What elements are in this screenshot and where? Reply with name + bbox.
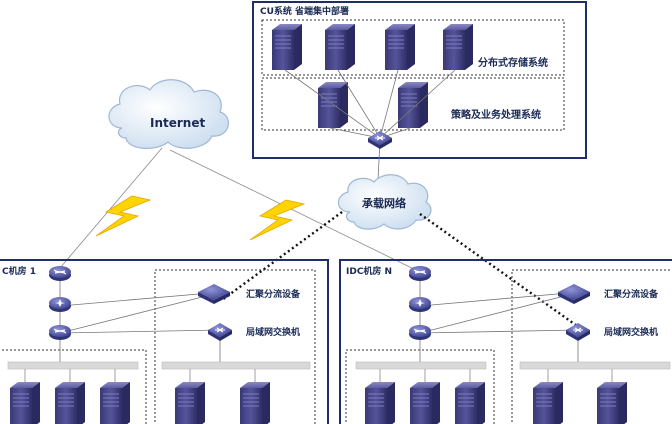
storage-servers xyxy=(271,23,474,71)
wan-links xyxy=(59,147,421,273)
idc-left-servers xyxy=(9,381,271,424)
bearer-network-cloud xyxy=(337,174,432,230)
idc-right-lan-switch-label: 局域网交换机 xyxy=(604,326,658,338)
router-icon xyxy=(48,265,72,282)
server-drops xyxy=(379,369,613,384)
idc-right-title: IDC机房 N xyxy=(346,265,392,277)
cu-system-frame xyxy=(252,1,587,159)
lightning-icon xyxy=(95,195,152,237)
cu-system-title: CU系统 省端集中部署 xyxy=(260,5,349,17)
idc-left-links xyxy=(59,276,223,362)
idc-left-lan-switch-label: 局域网交换机 xyxy=(246,326,300,338)
lightning-icon xyxy=(249,199,306,241)
router-icon xyxy=(408,265,432,282)
lan-switch-icon xyxy=(565,322,591,342)
server-icon xyxy=(409,381,441,424)
server-icon xyxy=(364,381,396,424)
server-bus-bar xyxy=(7,361,311,370)
aggregation-device-icon xyxy=(558,284,590,304)
internet-cloud xyxy=(108,79,229,149)
server-bus-bar xyxy=(355,361,671,370)
policy-system-label: 策略及业务处理系统 xyxy=(451,108,541,121)
lan-switch-icon xyxy=(207,322,233,342)
server-drops xyxy=(24,369,256,384)
idc-right-links xyxy=(419,276,581,362)
server-icon xyxy=(174,381,206,424)
storage-server-icon xyxy=(271,23,303,71)
server-icon xyxy=(532,381,564,424)
server-icon xyxy=(239,381,271,424)
idc-left-aggregation-label: 汇聚分流设备 xyxy=(246,288,301,300)
idc-right-aggregation-label: 汇聚分流设备 xyxy=(604,288,659,300)
idc-right-servers xyxy=(364,381,628,424)
router-icon xyxy=(408,324,432,341)
firewall-icon xyxy=(49,297,71,312)
idc-left-frame xyxy=(0,259,329,424)
server-icon xyxy=(596,381,628,424)
bearer-network-label: 承载网络 xyxy=(362,196,406,210)
router-icon xyxy=(48,324,72,341)
internet-label: Internet xyxy=(150,116,205,130)
server-icon xyxy=(454,381,486,424)
cu-links xyxy=(284,69,456,181)
idc-left-title: C机房 1 xyxy=(2,265,36,277)
cu-core-switch-icon xyxy=(367,130,393,150)
storage-server-icon xyxy=(324,23,356,71)
storage-server-icon xyxy=(442,23,474,71)
server-icon xyxy=(99,381,131,424)
policy-server-icon xyxy=(397,81,429,129)
server-icon xyxy=(9,381,41,424)
server-icon xyxy=(54,381,86,424)
aggregation-device-icon xyxy=(198,284,230,304)
storage-server-icon xyxy=(384,23,416,71)
storage-system-label: 分布式存储系统 xyxy=(478,56,548,69)
policy-server-icon xyxy=(317,81,349,129)
firewall-icon xyxy=(409,297,431,312)
